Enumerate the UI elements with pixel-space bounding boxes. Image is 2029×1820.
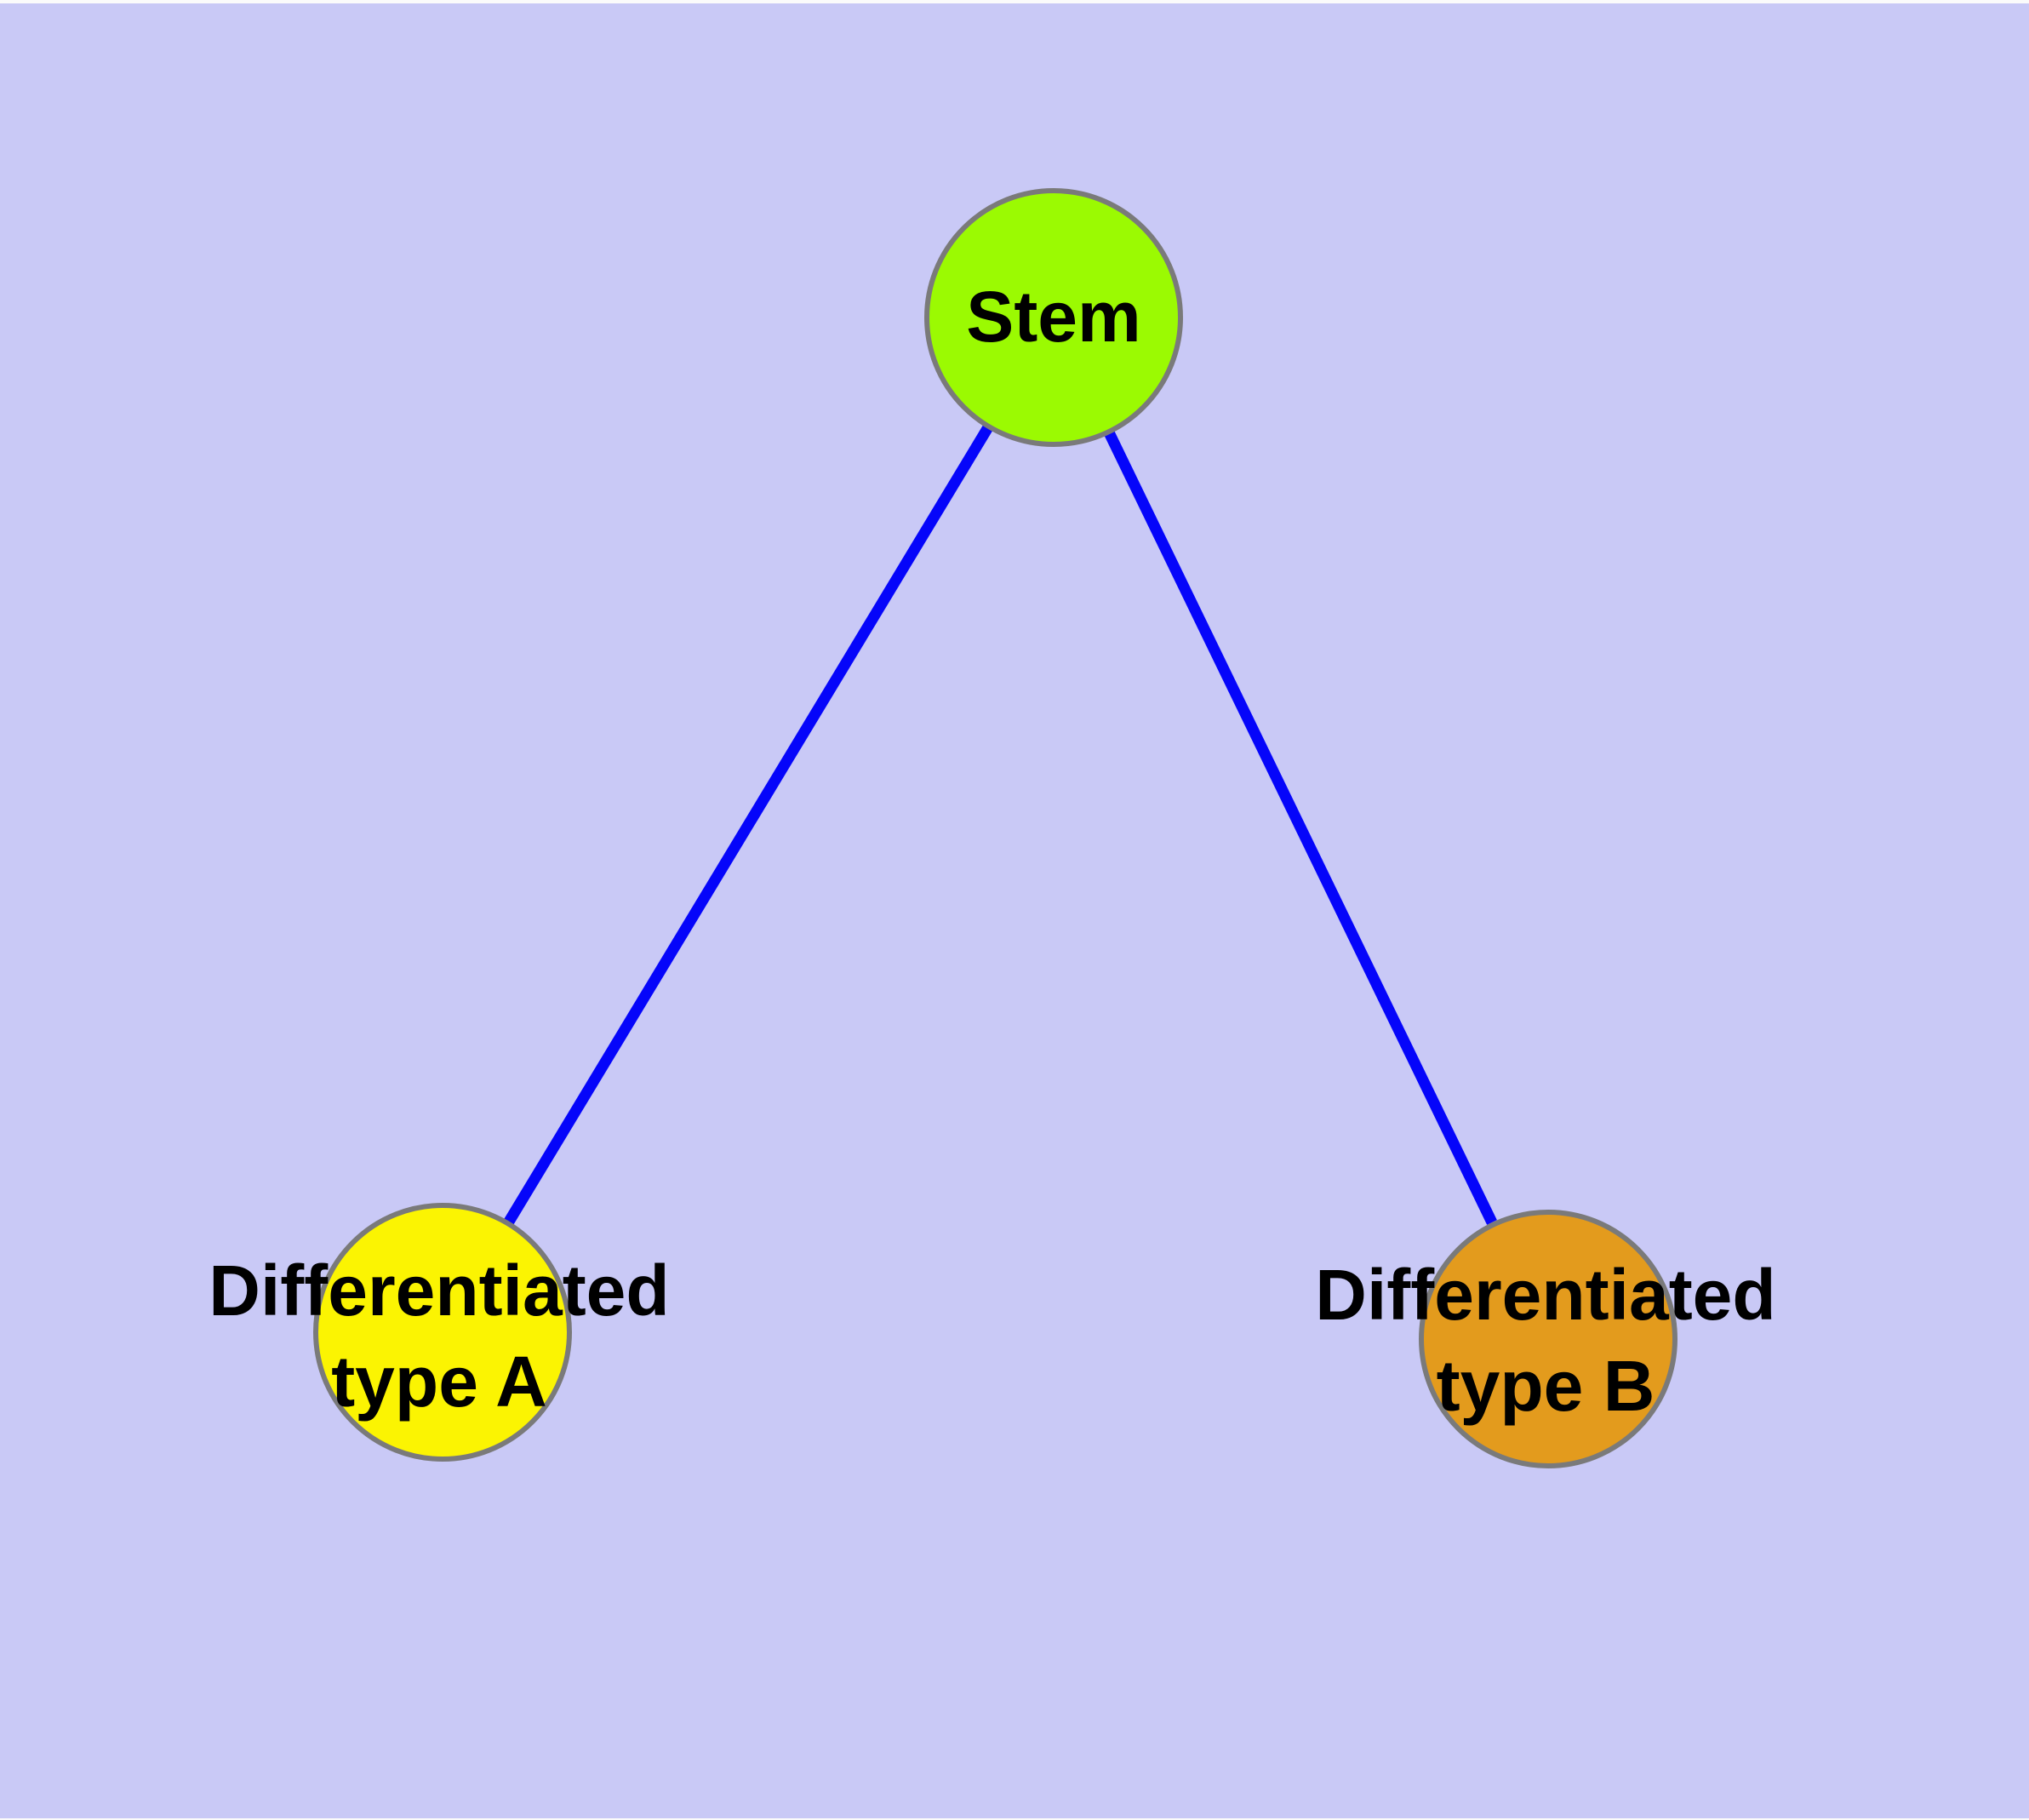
node-stem-circle <box>924 188 1183 447</box>
node-type-a-label: Differentiated type A <box>209 1245 669 1428</box>
edge-stem-to-type-a <box>504 424 993 1225</box>
top-margin-strip <box>0 0 2029 3</box>
node-type-b-label: Differentiated type B <box>1315 1250 1775 1432</box>
node-type-a-label-line1: Differentiated <box>209 1251 670 1331</box>
bottom-margin-strip <box>0 1818 2029 1820</box>
node-type-b-circle <box>1419 1210 1677 1468</box>
edge-stem-to-type-b <box>1104 430 1497 1225</box>
node-type-a-circle <box>313 1203 572 1462</box>
node-stem-label: Stem <box>966 277 1141 357</box>
node-type-b-label-line1: Differentiated <box>1315 1255 1776 1335</box>
node-type-b-label-line2: type B <box>1436 1346 1655 1426</box>
node-type-a-label-line2: type A <box>331 1342 547 1422</box>
